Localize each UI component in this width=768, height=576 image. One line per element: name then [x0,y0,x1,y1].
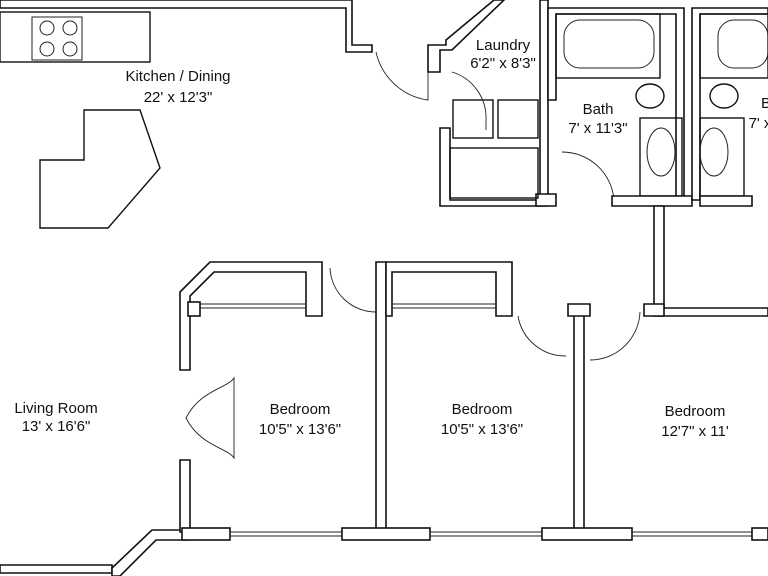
kitchen-island [39,109,161,229]
bedroom-divider-1 [375,261,387,533]
entry-door [375,51,429,101]
laundry-door [451,71,487,130]
bedroom-3-label: Bedroom [665,403,726,420]
sink [635,83,665,109]
bedroom-1-closet [179,261,377,533]
washer [452,99,494,139]
bedroom-2-door [517,315,567,357]
kitchen-size: 22' x 12'3" [144,89,213,106]
burner [39,20,55,36]
bedroom-3-size: 12'7" x 11' [661,423,729,440]
kitchen-label: Kitchen / Dining [125,68,230,85]
bedroom-1-size: 10'5" x 13'6" [259,421,341,438]
bedroom-2-closet [385,261,665,361]
burner [39,41,55,57]
bedroom-2-label: Bedroom [452,401,513,418]
bedroom-2-size: 10'5" x 13'6" [441,421,523,438]
bottom-wall [181,527,768,541]
bedroom-1-door [329,267,377,313]
bedroom-divider-2 [573,309,585,533]
bath-2 [691,7,768,207]
living-room-door [185,376,235,460]
toilet [699,127,729,177]
bathtub [699,13,768,79]
bedroom-3-door [589,311,641,361]
living-room-label: Living Room [14,400,97,417]
kitchen-counter [0,11,151,63]
dryer [497,99,539,139]
bedroom-1-label: Bedroom [270,401,331,418]
exterior-walls [0,0,549,576]
bath-1-label: Bath [583,101,614,118]
laundry-label: Laundry [476,37,531,54]
bathtub [555,13,661,79]
bath-door [561,151,615,201]
living-room-size: 13' x 16'6" [22,418,91,435]
hall-wall [653,205,768,317]
sink [709,83,739,109]
vanity [699,117,745,197]
bath-1 [547,7,693,207]
bath-2-label: B [761,95,768,112]
laundry-size: 6'2" x 8'3" [470,55,536,72]
toilet [646,127,676,177]
bath-2-size: 7' x [749,115,768,132]
bath-1-size: 7' x 11'3" [568,120,627,137]
laundry-room [439,71,557,207]
laundry-shelf [449,147,539,199]
burner [62,20,78,36]
burner [62,41,78,57]
